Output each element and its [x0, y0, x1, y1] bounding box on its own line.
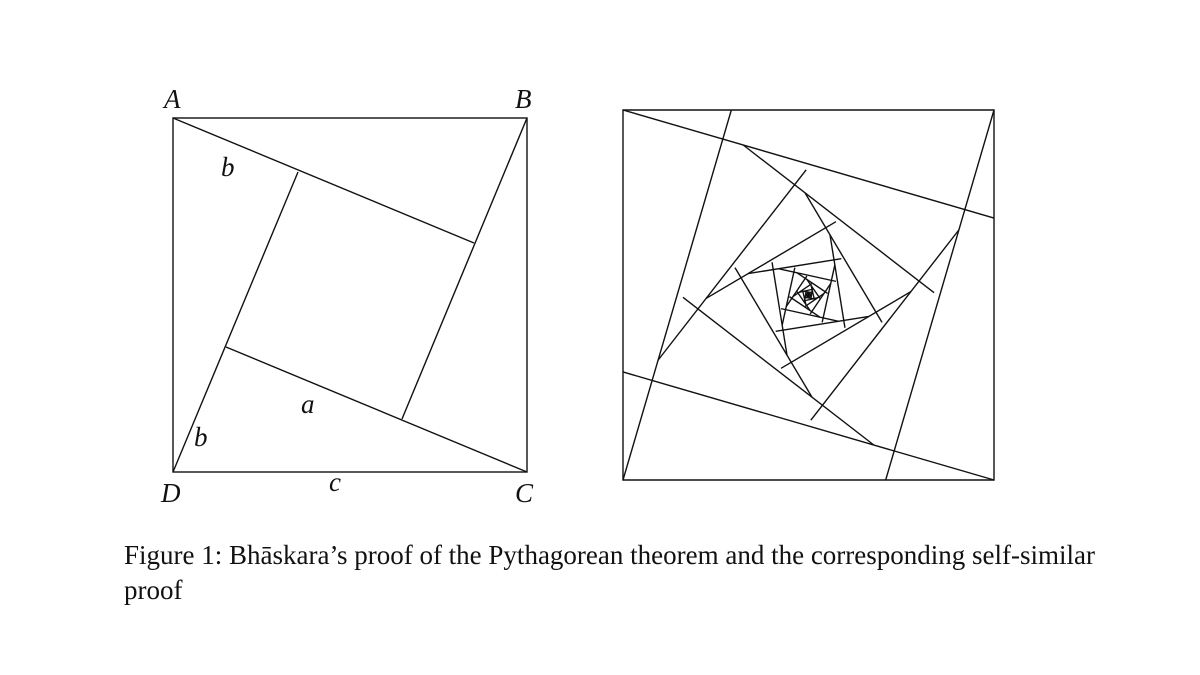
vertex-label-c: C: [515, 478, 534, 508]
side-label-b-left: b: [194, 422, 208, 452]
side-label-a: a: [301, 389, 315, 419]
bhaskara-diagram: [172, 117, 528, 473]
side-label-b-top: b: [221, 152, 235, 182]
side-label-c: c: [329, 467, 341, 497]
vertex-label-b: B: [515, 84, 532, 114]
figure-caption: Figure 1: Bhāskara’s proof of the Pythag…: [124, 540, 1095, 605]
vertex-label-d: D: [160, 478, 181, 508]
self-similar-spiral-diagram: [622, 109, 995, 481]
vertex-label-a: A: [162, 84, 181, 114]
